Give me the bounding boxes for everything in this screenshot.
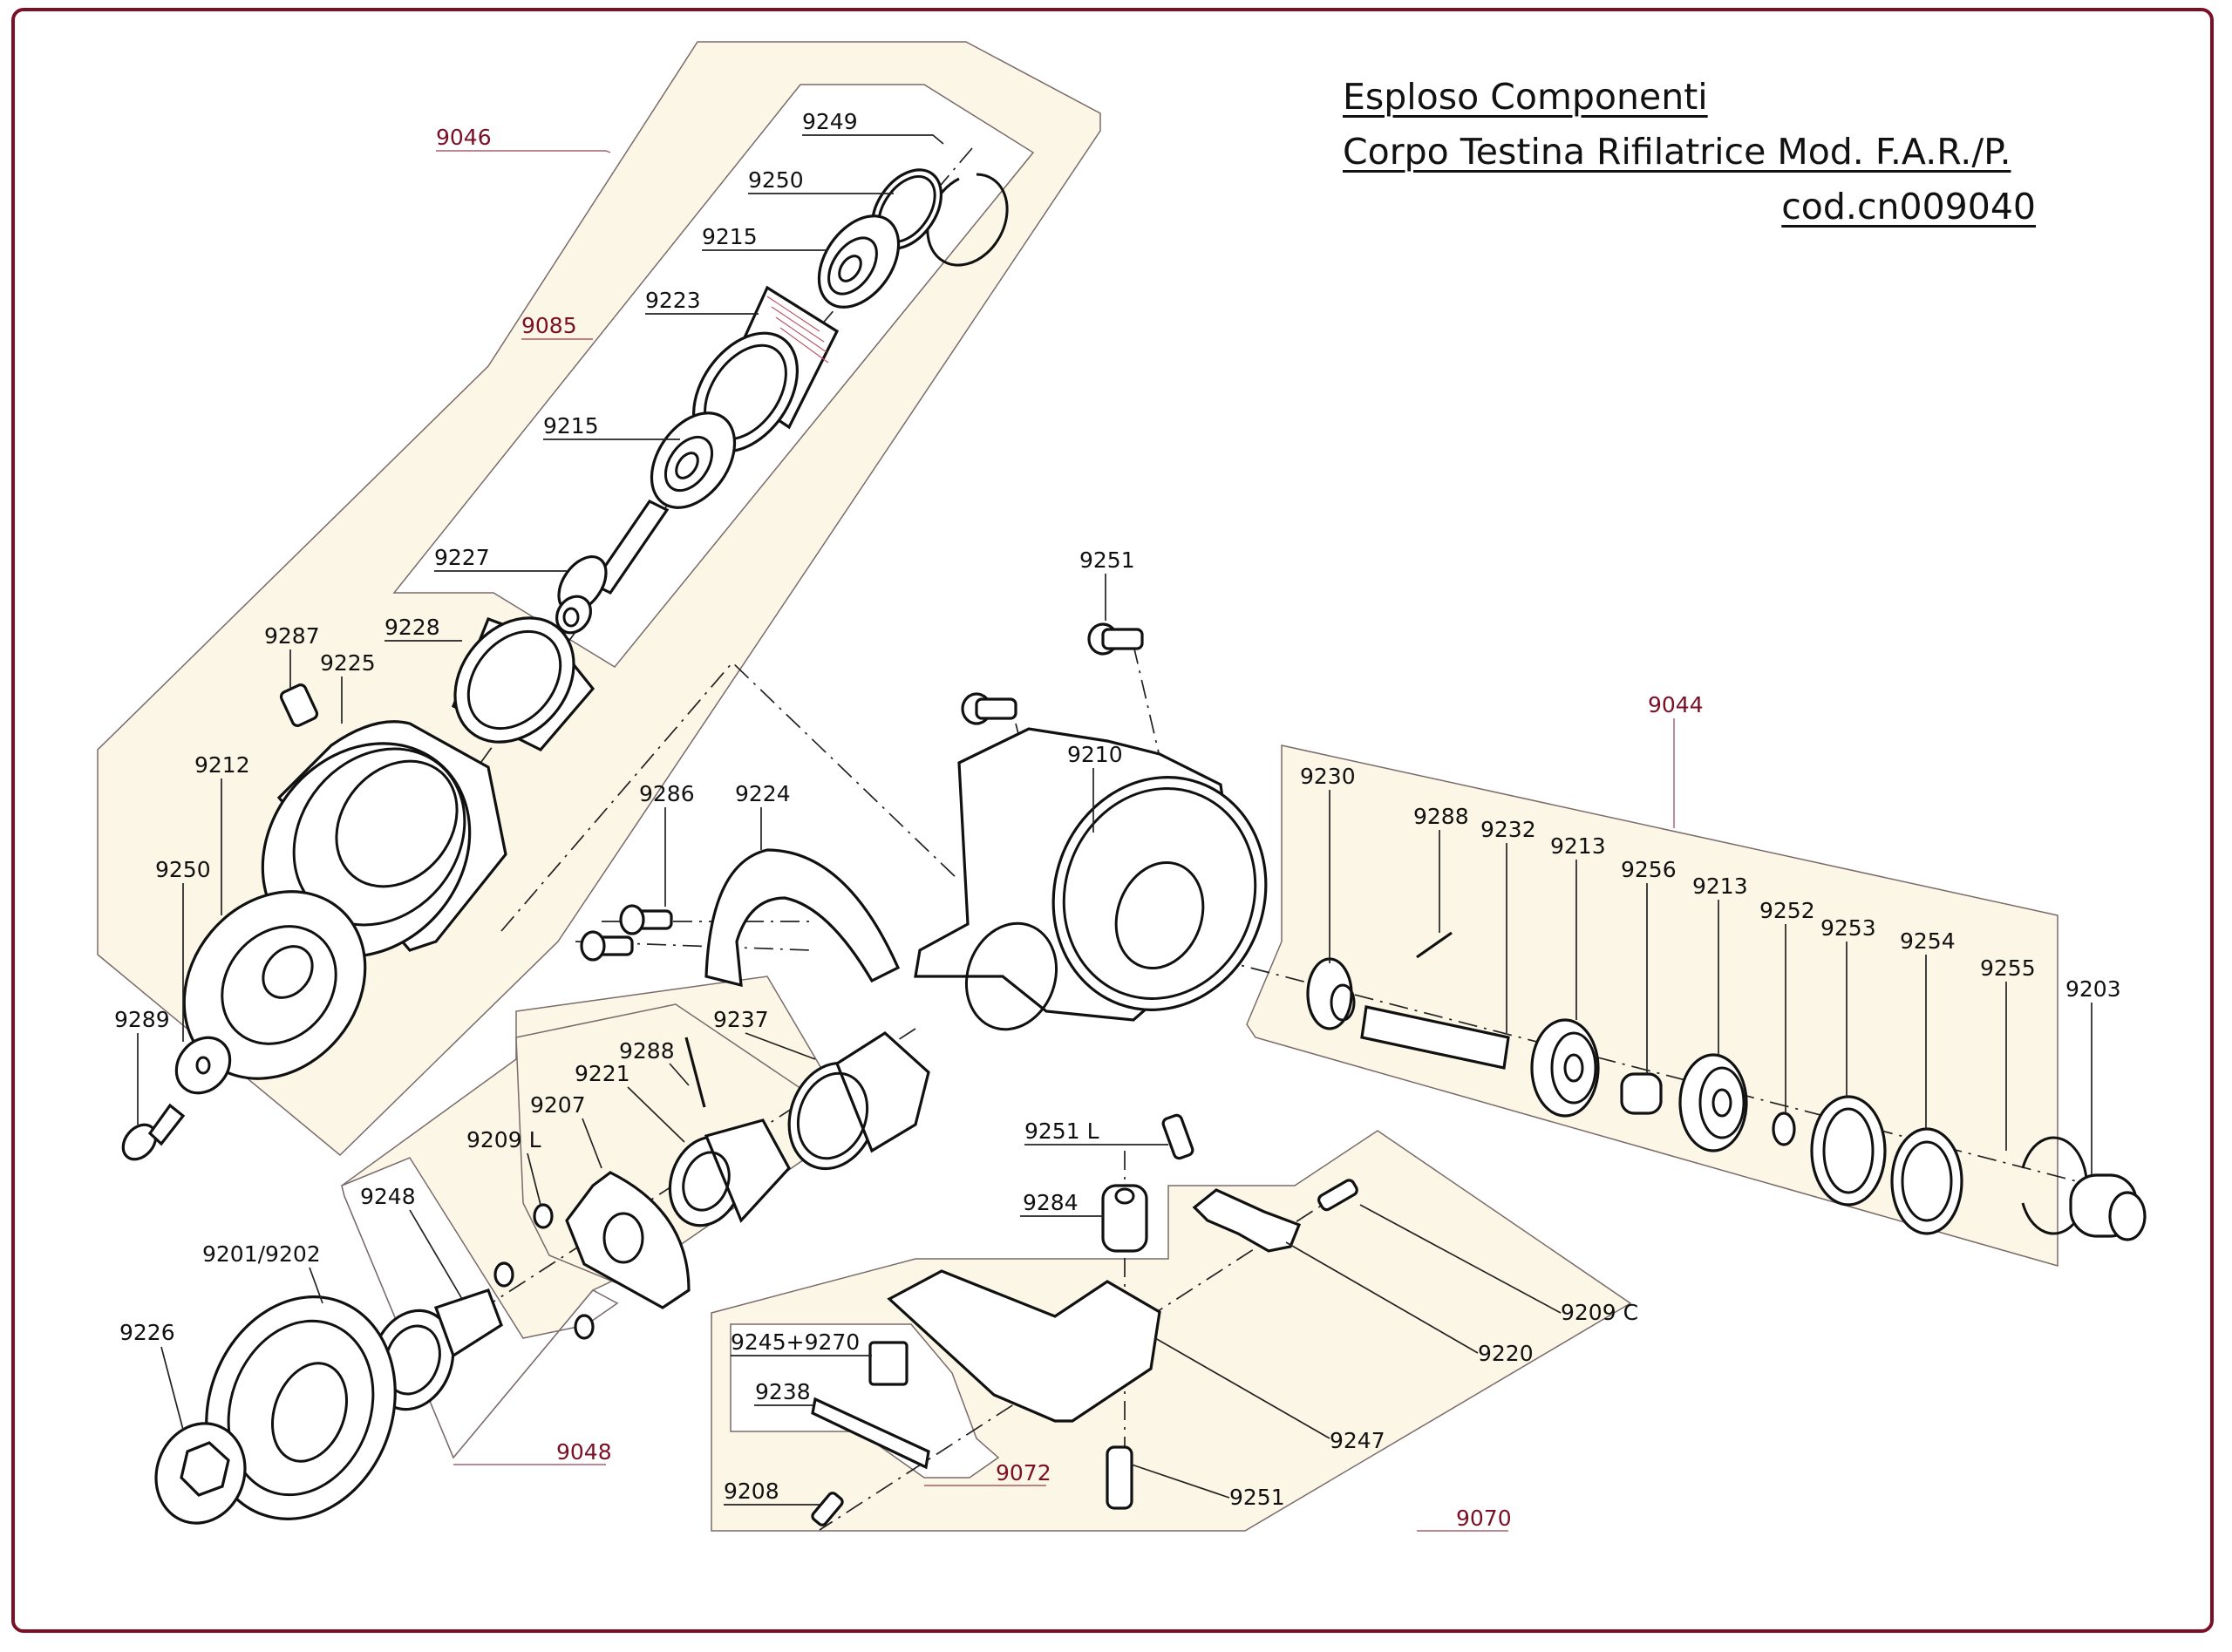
part-label-9228: 9228 [384,615,440,640]
group-label-9085: 9085 [521,313,577,338]
part-label-9213: 9213 [1550,833,1606,859]
part-label-9208: 9208 [724,1479,779,1504]
part-label-9230: 9230 [1300,764,1356,789]
part-label-9253: 9253 [1820,915,1876,941]
part-label-9225: 9225 [320,650,376,676]
part-label-9250: 9250 [748,167,804,193]
part-pin-9288-right [1416,931,1453,959]
part-pin-9288 [684,1037,706,1108]
part-screw-9209L-c [574,1314,595,1340]
group-label-9048: 9048 [556,1439,612,1465]
group-label-9070: 9070 [1456,1506,1512,1531]
part-label-9207: 9207 [530,1092,586,1118]
part-label-9254: 9254 [1900,928,1956,954]
part-label-9249: 9249 [802,109,858,134]
part-drawings [121,168,2147,1526]
title-line-2: Corpo Testina Rifilatrice Mod. F.A.R./P. [1343,131,2011,173]
part-label-9287: 9287 [264,623,320,649]
drawing-code: cod.cn009040 [1781,186,2036,228]
title-block: Esploso Componenti Corpo Testina Rifilat… [1343,70,2036,235]
part-label-9252: 9252 [1759,898,1815,923]
group-label-9044: 9044 [1648,692,1704,717]
part-label-9284: 9284 [1023,1190,1079,1215]
part-label-9215: 9215 [702,224,758,249]
part-label-9289: 9289 [114,1007,170,1032]
part-label-9251-l: 9251 L [1024,1118,1099,1144]
part-label-9245-9270: 9245+9270 [731,1329,860,1355]
leader-lines [137,134,2092,1532]
part-spacer-9256 [1620,1072,1663,1115]
part-label-9227: 9227 [434,545,490,570]
part-screw-9208 [811,1492,844,1526]
part-screw-9209C [1317,1179,1358,1212]
group-label-9072: 9072 [996,1460,1051,1485]
part-screw-9209L-a [533,1203,554,1229]
part-label-9209-l: 9209 L [466,1127,541,1152]
part-bushing-9230 [1306,957,1353,1030]
part-finger-9220 [1192,1188,1302,1253]
part-shaft-9227 [590,499,670,595]
part-label-9288: 9288 [619,1038,675,1064]
part-screw-9251L [1161,1113,1194,1160]
part-label-9213: 9213 [1692,874,1748,899]
part-label-9215: 9215 [543,413,599,438]
zone-9072 [730,1323,1000,1479]
part-shoe-9247 [887,1269,1161,1423]
part-label-9232: 9232 [1480,817,1536,842]
part-bearing-9215-top [817,214,901,309]
part-label-9248: 9248 [360,1184,416,1209]
part-label-9220: 9220 [1478,1341,1534,1366]
part-guard-9224 [704,848,901,988]
part-label-9288: 9288 [1413,804,1469,829]
group-label-9046: 9046 [436,125,492,150]
part-label-9251: 9251 [1229,1485,1285,1510]
part-plate-9207 [565,1171,691,1309]
part-strip-9238 [811,1397,930,1470]
part-label-9226: 9226 [119,1320,175,1345]
part-label-9224: 9224 [735,781,791,806]
part-label-9247: 9247 [1330,1428,1385,1453]
part-label-9250: 9250 [155,857,211,882]
part-holder-9245-9270 [868,1341,908,1386]
part-label-9256: 9256 [1621,857,1677,882]
part-label-9237: 9237 [713,1007,769,1032]
part-label-9203: 9203 [2065,976,2121,1002]
part-label-9238: 9238 [755,1379,811,1404]
part-spacer-9284 [1101,1184,1148,1253]
part-label-9255: 9255 [1980,955,2036,981]
part-screw-9209L-b [493,1261,514,1288]
part-label-9212: 9212 [194,752,250,778]
part-set-screw-9287 [279,683,319,727]
part-ring-9252 [1772,1112,1796,1146]
part-label-9221: 9221 [575,1061,630,1086]
part-washer-9250-small [174,1036,232,1095]
title-line-1: Esploso Componenti [1343,76,1708,118]
part-label-9210: 9210 [1067,742,1123,767]
labels: 9046 9249 9250 9215 9223 9085 9215 9227 … [114,109,2121,1531]
part-label-9223: 9223 [645,288,701,313]
part-shaft-9232 [1360,1005,1510,1070]
part-label-9209-c: 9209 C [1561,1300,1638,1325]
part-label-9201-9202: 9201/9202 [202,1241,321,1267]
part-bearing-9215-bottom [650,411,737,509]
part-screw-9289 [121,1123,158,1161]
part-label-9251: 9251 [1079,547,1135,573]
part-label-9286: 9286 [639,781,695,806]
part-screw-9251-bottom [1106,1445,1133,1510]
